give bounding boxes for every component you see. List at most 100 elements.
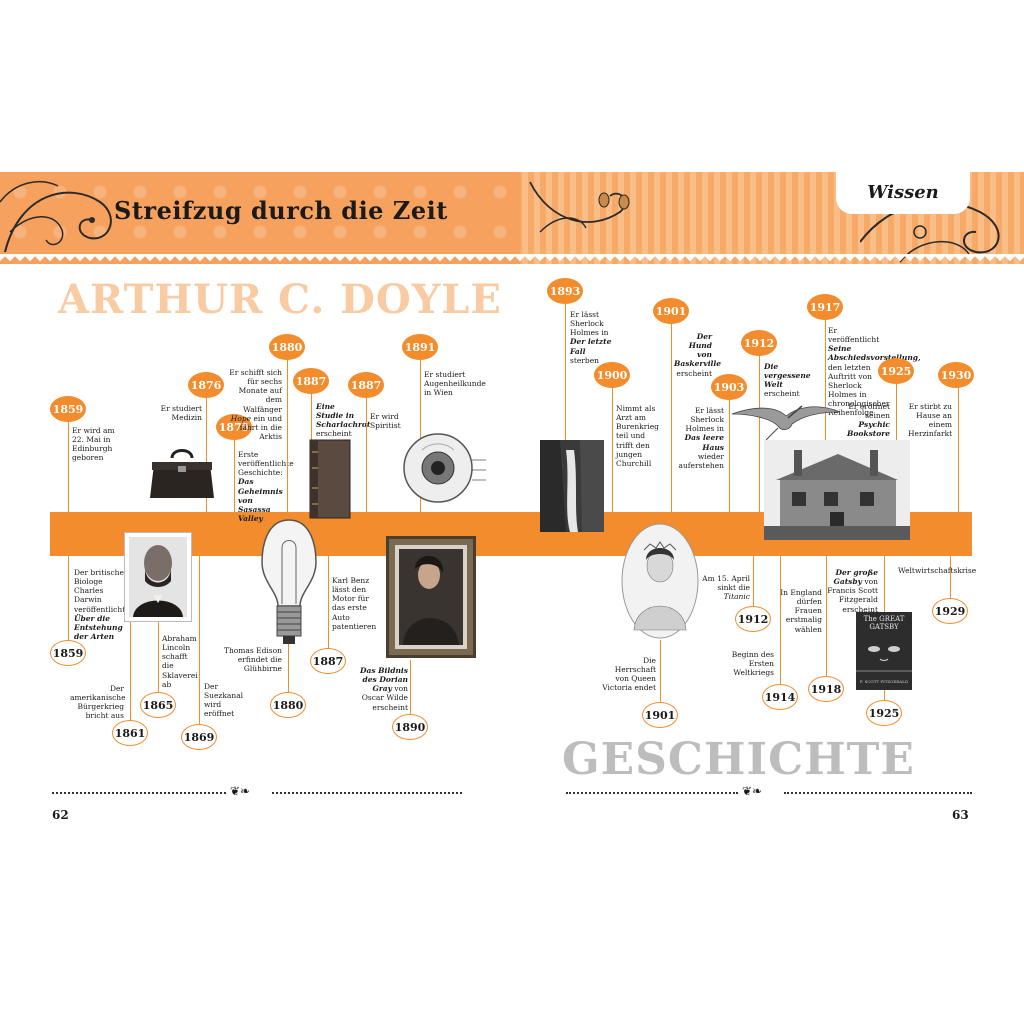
year-marker: 1917 (807, 294, 843, 320)
year-marker: 1900 (594, 362, 630, 388)
year-marker: 1869 (181, 724, 217, 750)
connector-line (130, 610, 131, 720)
lincoln-portrait-drawing (129, 537, 187, 617)
connector-line (612, 386, 613, 512)
connector-line (410, 660, 411, 714)
event-text: Thomas Edison erfindet die Glühbirne (223, 646, 282, 674)
year-marker: 1887 (310, 648, 346, 674)
cottage-image (764, 440, 910, 540)
event-text: Abraham Lincoln schafft die Sklaverei ab (162, 634, 198, 689)
book-image (309, 439, 351, 519)
footer-divider-left-a (52, 792, 226, 794)
cover-art (856, 646, 912, 672)
connector-line (68, 420, 69, 512)
year-marker: 1859 (50, 396, 86, 422)
connector-line (660, 640, 661, 702)
event-text: Das Bildnis des Dorian Gray von Oscar Wi… (359, 666, 408, 712)
event-text: In England dürfen Frauen erstmalig wähle… (780, 588, 822, 634)
waterfall-image (540, 440, 604, 532)
connector-line (753, 556, 754, 606)
connector-line (420, 358, 421, 512)
year-marker: 1893 (547, 278, 583, 304)
book-cover-author: F. SCOTT FITZGERALD (859, 679, 909, 685)
connector-line (950, 556, 951, 598)
event-text: Der Hund von Baskerville erscheint (674, 332, 722, 378)
event-text: Karl Benz lässt den Motor für das erste … (332, 576, 377, 631)
event-text: Nimmt als Arzt am Burenkrieg teil und tr… (616, 404, 659, 468)
event-text: Er stirbt zu Hause an einem Herzinfarkt (908, 402, 953, 439)
year-marker: 1861 (112, 720, 148, 746)
footer-divider-left-b (272, 792, 462, 794)
event-text: Eine Studie in Scharlachrot erscheint (316, 402, 371, 439)
year-marker: 1880 (270, 692, 306, 718)
year-marker: 1887 (293, 368, 329, 394)
connector-line (68, 556, 69, 642)
connector-line (565, 302, 566, 512)
page-number-right: 63 (952, 808, 969, 822)
year-marker: 1912 (741, 330, 777, 356)
event-text: Er schifft sich für sechs Monate auf dem… (229, 368, 282, 441)
year-marker: 1879 (216, 414, 252, 440)
ornament-icon: ❦❧ (742, 784, 763, 798)
event-text: Weltwirtschaftskrise (898, 566, 977, 575)
event-text: Er veröffentlicht Seine Abschiedsvorstel… (828, 326, 921, 418)
event-text: Der amerikanische Bürgerkrieg bricht aus (70, 684, 126, 721)
year-marker: 1901 (642, 702, 678, 728)
connector-line (158, 620, 159, 692)
year-marker: 1925 (878, 358, 914, 384)
year-marker: 1880 (269, 334, 305, 360)
page-title: Streifzug durch die Zeit (114, 196, 448, 225)
year-marker: 1859 (50, 640, 86, 666)
queen-victoria-portrait (621, 523, 699, 639)
connector-line (780, 556, 781, 684)
book-cover-title: The GREAT GATSBY (863, 615, 905, 631)
year-marker: 1890 (392, 714, 428, 740)
flourish-left-ornament (0, 180, 112, 253)
damask-pattern (0, 172, 520, 264)
connector-line (288, 640, 289, 692)
year-marker: 1891 (402, 334, 438, 360)
year-marker: 1930 (938, 362, 974, 388)
year-marker: 1925 (866, 700, 902, 726)
pterodactyl-image (731, 405, 841, 441)
connector-line (671, 322, 672, 512)
light-bulb-image (261, 519, 317, 644)
connector-line (729, 398, 730, 512)
year-marker: 1929 (932, 598, 968, 624)
event-text: Er lässt Sherlock Holmes in Der letzte F… (570, 310, 612, 365)
footer-divider-right-b (784, 792, 972, 794)
connector-line (287, 358, 288, 512)
connector-line (759, 354, 760, 512)
year-marker: 1903 (711, 374, 747, 400)
dorian-gray-painting (386, 536, 476, 658)
connector-line (958, 386, 959, 512)
event-text: Beginn des Ersten Weltkriegs (731, 650, 774, 678)
event-text: Er wird Spiritist (370, 412, 401, 431)
flourish-center-ornament (529, 181, 630, 233)
event-text: Der große Gatsby von Francis Scott Fitzg… (827, 568, 878, 614)
painting-portrait-drawing (395, 545, 467, 649)
year-marker: 1912 (735, 606, 771, 632)
connector-line (366, 396, 367, 512)
connector-line (199, 556, 200, 724)
event-text: Er wird am 22. Mai in Edinburgh geboren (72, 426, 115, 463)
year-marker: 1876 (188, 372, 224, 398)
year-marker: 1914 (762, 684, 798, 710)
event-text: Er studiert Augenheilkunde in Wien (424, 370, 486, 398)
year-marker: 1918 (808, 676, 844, 702)
lincoln-portrait (124, 532, 192, 622)
event-text: Am 15. April sinkt die Titanic (702, 574, 750, 602)
year-marker: 1901 (653, 298, 689, 324)
geschichte-heading: GESCHICHTE (562, 734, 915, 785)
event-text: Der britische Biologe Charles Darwin ver… (74, 568, 126, 641)
event-text: Der Suezkanal wird eröffnet (204, 682, 244, 719)
year-marker: 1887 (348, 372, 384, 398)
footer-divider-right-a (566, 792, 738, 794)
section-badge: Wissen (836, 170, 970, 214)
connector-line (826, 556, 827, 676)
eye-anatomy-image (403, 433, 486, 503)
ornament-icon: ❦❧ (230, 784, 251, 798)
event-text: Er studiert Medizin (160, 404, 202, 423)
event-text: Die vergessene Welt erscheint (764, 362, 811, 399)
banner-zigzag-edge (0, 254, 1024, 268)
